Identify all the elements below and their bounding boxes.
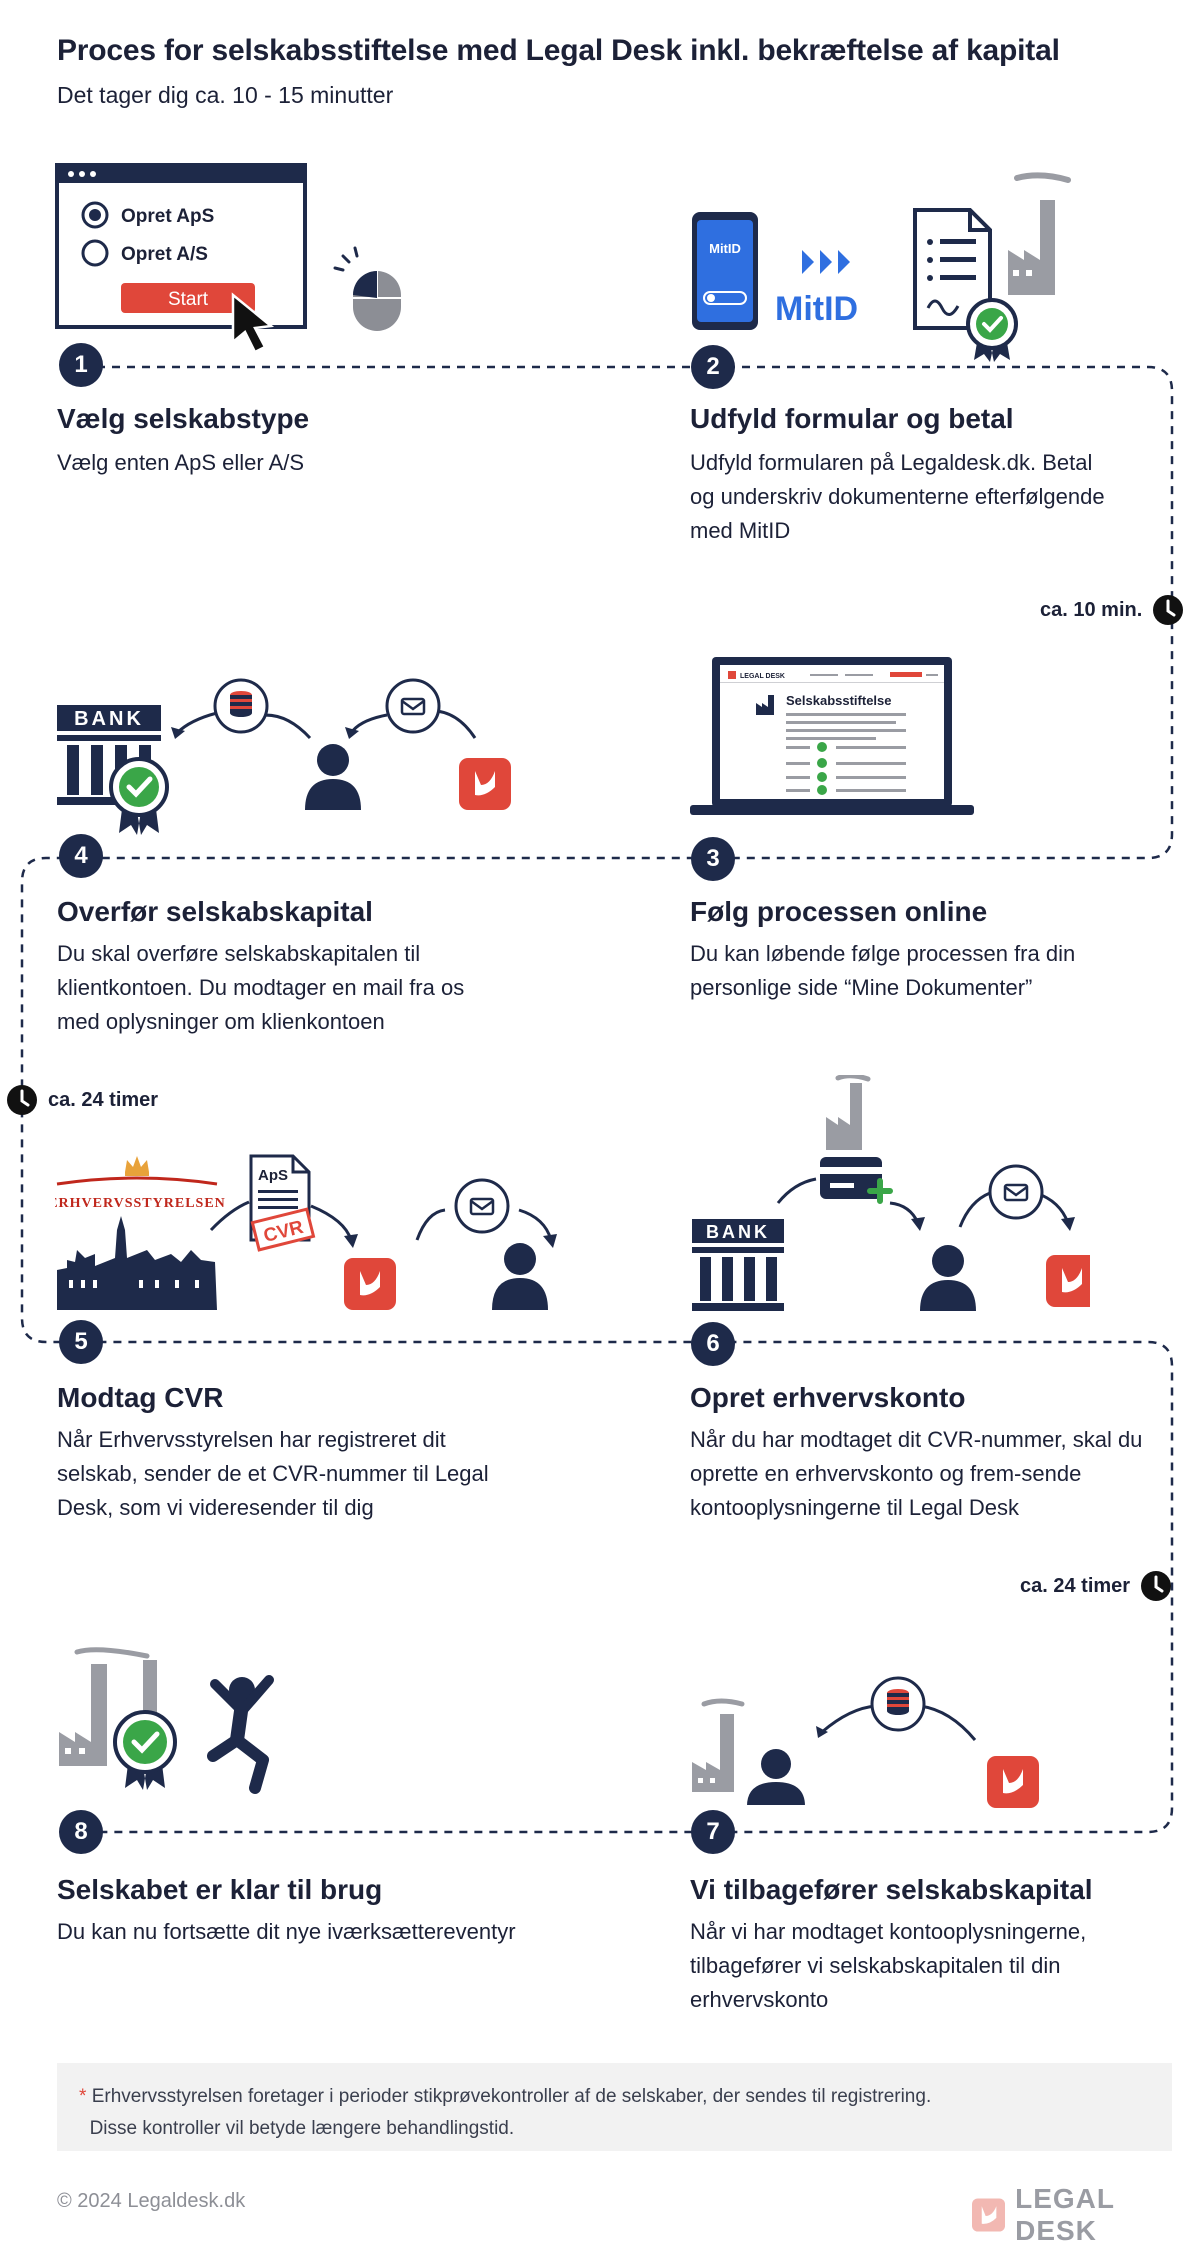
cursor-icon <box>231 292 275 354</box>
step-6-title: Opret erhvervskonto <box>690 1382 966 1413</box>
jumping-person-icon <box>207 1675 274 1794</box>
step-5-desc: Når Erhvervsstyrelsen har registreret di… <box>57 1427 489 1520</box>
certified-badge-icon <box>113 1710 177 1790</box>
clock-icon <box>7 1085 37 1115</box>
person-icon <box>920 1245 976 1311</box>
step-7-title: Vi tilbagefører selskabskapital <box>690 1874 1093 1905</box>
step-badge-8: 8 <box>59 1810 103 1854</box>
step-8-title: Selskabet er klar til brug <box>57 1874 383 1905</box>
footer-copyright: © 2024 Legaldesk.dk <box>57 2190 246 2212</box>
legal-desk-logo-icon <box>972 2198 1006 2232</box>
legal-desk-app-icon <box>987 1756 1039 1808</box>
certified-badge-icon <box>109 757 169 835</box>
city-skyline-icon <box>57 1216 217 1310</box>
step3-illustration: LEGAL DESK Selskabsstiftelse <box>690 657 974 815</box>
step-badge-7: 7 <box>691 1810 735 1854</box>
step-badge-3: 3 <box>691 837 735 881</box>
plus-icon <box>867 1178 893 1204</box>
factory-icon <box>1008 172 1071 295</box>
factory-icon <box>59 1647 157 1766</box>
mitid-logo: MitID <box>775 290 858 328</box>
step4-illustration: BANK <box>57 678 511 835</box>
doc-label: ApS <box>258 1167 288 1184</box>
legal-desk-app-icon <box>1046 1255 1090 1307</box>
timer-label: ca. 10 min. <box>1040 598 1143 621</box>
coins-icon <box>230 691 252 717</box>
step6-illustration: BANK <box>692 1075 1090 1311</box>
option-aps-label: Opret ApS <box>121 206 214 227</box>
screen-brand-label: LEGAL DESK <box>740 673 785 680</box>
arrows-icon <box>802 250 850 274</box>
legal-desk-app-icon <box>344 1258 396 1310</box>
step7-illustration <box>692 1676 1039 1808</box>
step-badge-4: 4 <box>59 834 103 878</box>
person-icon <box>744 1747 808 1807</box>
step-2-title: Udfyld formular og betal <box>690 403 1014 434</box>
timer-3: ca. 24 timer <box>1020 1570 1172 1602</box>
step-3-title: Følg processen online <box>690 896 988 927</box>
start-button-label: Start <box>168 289 209 310</box>
note-line-2: Disse kontroller vil betyde længere beha… <box>89 2118 515 2139</box>
coins-icon <box>887 1689 909 1715</box>
phone-icon: MitID <box>692 212 758 330</box>
step-4-title: Overfør selskabskapital <box>57 896 373 927</box>
clock-icon <box>1141 1571 1172 1601</box>
screen-heading: Selskabsstiftelse <box>786 693 892 708</box>
step-badge-6: 6 <box>691 1322 735 1366</box>
step-badge-5: 5 <box>59 1320 103 1364</box>
card-icon <box>820 1157 882 1199</box>
step-badge-1: 1 <box>59 343 103 387</box>
page-title: Proces for selskabsstiftelse med Legal D… <box>57 34 1060 67</box>
step-badge-2: 2 <box>691 345 735 389</box>
clock-icon <box>1153 595 1184 625</box>
option-as-label: Opret A/S <box>121 244 208 265</box>
note-line-1: Erhvervsstyrelsen foretager i perioder s… <box>91 2086 932 2107</box>
step1-illustration: Opret ApS Opret A/S Start <box>55 163 401 354</box>
mouse-icon <box>333 246 401 331</box>
step-1-title: Vælg selskabstype <box>57 403 310 434</box>
legal-desk-app-icon <box>459 758 511 810</box>
crown-icon <box>125 1156 149 1176</box>
person-icon <box>305 744 361 810</box>
person-icon <box>492 1243 548 1310</box>
bank-icon: BANK <box>692 1219 784 1311</box>
step-3-desc: Du kan løbende følge processen fra din p… <box>690 941 1076 1000</box>
phone-brand-label: MitID <box>709 241 741 256</box>
step-7-desc: Når vi har modtaget kontooplysningerne, … <box>690 1919 1087 2012</box>
timer-2: ca. 24 timer <box>6 1084 158 1116</box>
step-2-desc: Udfyld formularen på Legaldesk.dk. Betal… <box>690 450 1105 543</box>
factory-icon <box>756 695 774 715</box>
timer-1: ca. 10 min. <box>1040 594 1184 626</box>
bank-label: BANK <box>706 1222 770 1242</box>
step5-illustration: ERHVERVSSTYRELSEN ApS CVR <box>55 1154 557 1310</box>
step-8-desc: Du kan nu fortsætte dit nye iværksættere… <box>57 1919 516 1944</box>
step-1-desc: Vælg enten ApS eller A/S <box>57 450 305 475</box>
mail-icon <box>400 697 426 716</box>
bank-label: BANK <box>74 708 144 730</box>
step-4-desc: Du skal overføre selskabskapitalen til k… <box>57 941 465 1034</box>
step-6-desc: Når du har modtaget dit CVR-nummer, skal… <box>690 1427 1143 1520</box>
step2-illustration: MitID MitID <box>692 172 1071 362</box>
step8-illustration <box>59 1647 274 1794</box>
certified-badge-icon <box>966 298 1018 362</box>
timer-label: ca. 24 timer <box>1020 1574 1131 1597</box>
footer-logo-text: LEGAL DESK <box>1015 2183 1115 2246</box>
footer-logo: LEGAL DESK <box>972 2183 1200 2247</box>
disclaimer-note: * Erhvervsstyrelsen foretager i perioder… <box>57 2063 1172 2151</box>
timer-label: ca. 24 timer <box>48 1088 159 1111</box>
mail-icon <box>469 1197 495 1216</box>
step-5-title: Modtag CVR <box>57 1382 224 1413</box>
factory-icon <box>692 1698 745 1792</box>
page-subtitle: Det tager dig ca. 10 - 15 minutter <box>57 82 394 108</box>
mail-icon <box>1003 1183 1029 1202</box>
checklist <box>786 713 906 795</box>
note-marker: * <box>79 2086 87 2107</box>
factory-icon <box>826 1075 871 1150</box>
document-icon <box>913 208 992 330</box>
agency-name: ERHVERVSSTYRELSEN <box>55 1196 226 1211</box>
